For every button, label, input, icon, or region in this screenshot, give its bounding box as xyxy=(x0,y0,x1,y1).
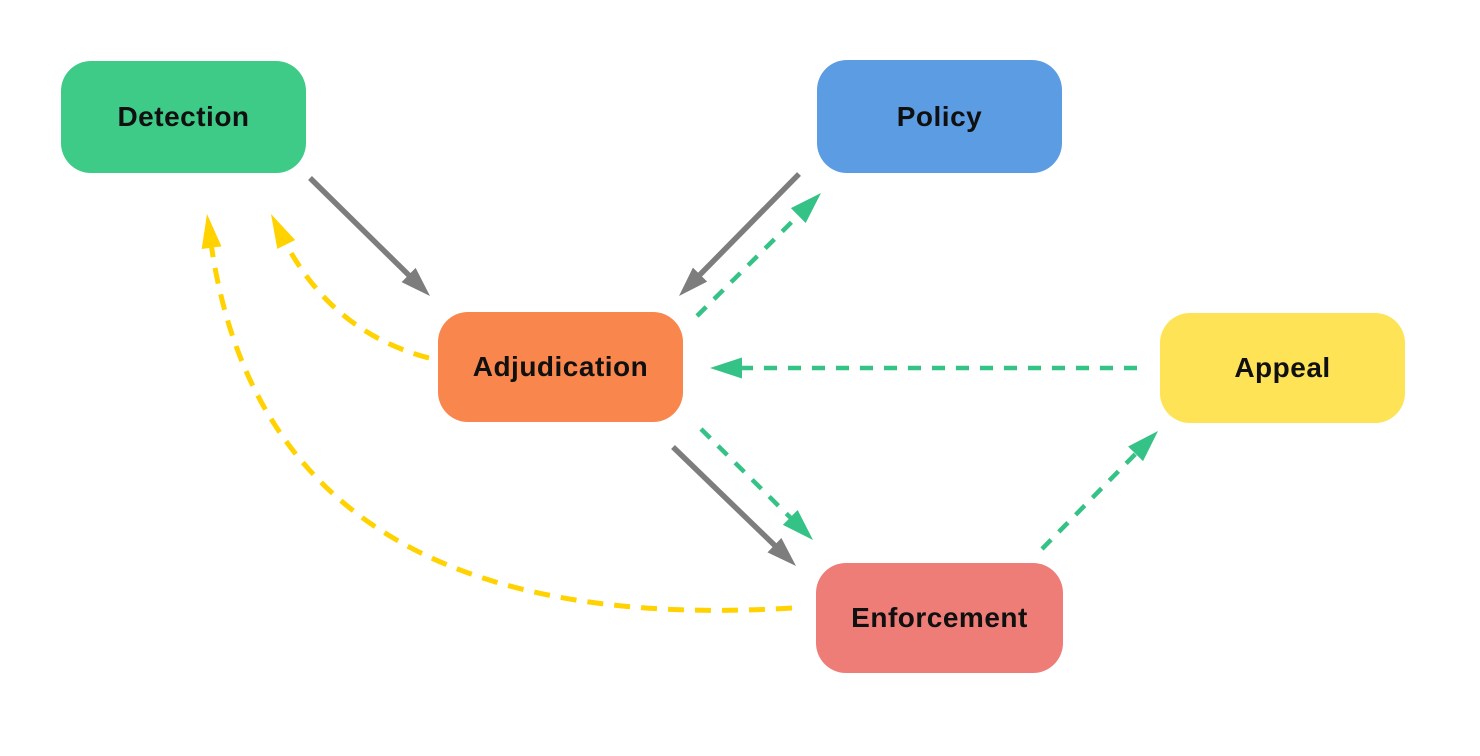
arrowhead-enforcement-to-appeal xyxy=(1128,431,1158,462)
node-label-appeal: Appeal xyxy=(1234,352,1331,383)
arrowhead-adjudication-to-detection xyxy=(271,214,296,249)
node-appeal: Appeal xyxy=(1160,313,1405,423)
edge-detection-to-adjudication xyxy=(308,176,416,283)
edge-adjudication-to-enforcement-dashed xyxy=(699,427,798,525)
edge-adjudication-to-enforcement-solid xyxy=(671,445,782,553)
node-label-enforcement: Enforcement xyxy=(851,602,1028,633)
node-label-policy: Policy xyxy=(896,100,983,132)
node-label-detection: Detection xyxy=(117,101,250,132)
edge-enforcement-to-detection xyxy=(207,238,793,613)
arrowhead-adjudication-to-enforcement-dashed xyxy=(782,510,813,540)
node-adjudication: Adjudication xyxy=(438,312,683,422)
arrowhead-enforcement-to-detection xyxy=(201,214,222,250)
node-label-adjudication: Adjudication xyxy=(472,351,649,382)
edge-adjudication-to-policy xyxy=(695,208,806,318)
edge-policy-to-adjudication xyxy=(692,172,801,282)
arrowhead-detection-to-adjudication xyxy=(401,267,430,296)
node-detection: Detection xyxy=(61,61,306,173)
arrowhead-policy-to-adjudication xyxy=(679,267,708,296)
arrowhead-adjudication-to-enforcement-solid xyxy=(767,537,796,566)
edge-adjudication-to-detection xyxy=(280,235,430,361)
node-policy: Policy xyxy=(817,60,1062,173)
arrowhead-appeal-to-adjudication xyxy=(710,357,742,379)
edge-enforcement-to-appeal xyxy=(1040,446,1143,551)
node-enforcement: Enforcement xyxy=(816,563,1063,673)
arrowhead-adjudication-to-policy xyxy=(790,193,821,223)
